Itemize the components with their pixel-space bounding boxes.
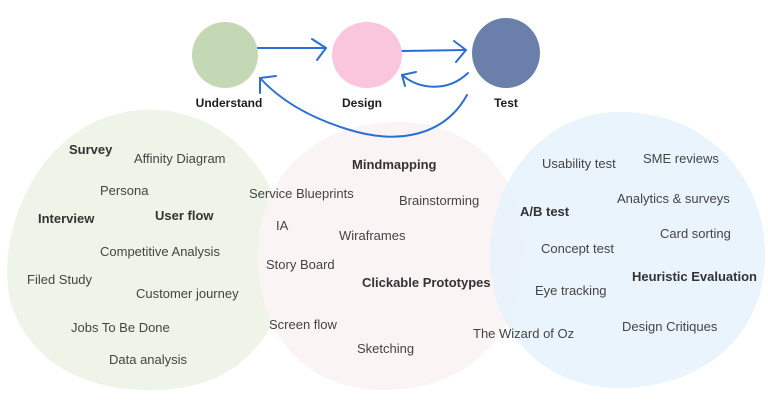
term-user-flow: User flow [155, 208, 214, 223]
term-survey: Survey [69, 142, 113, 157]
term-ab-test: A/B test [520, 204, 570, 219]
term-customer-journey: Customer journey [136, 286, 239, 301]
term-wizard-of-oz: The Wizard of Oz [473, 326, 575, 341]
arrow-test-to-design [401, 72, 469, 88]
term-sketching: Sketching [357, 341, 415, 356]
term-jobs-to-be-done: Jobs To Be Done [71, 320, 170, 335]
term-story-board: Story Board [266, 257, 335, 272]
design-node [332, 22, 402, 88]
term-analytics-surveys: Analytics & surveys [617, 191, 730, 206]
test-label: Test [494, 96, 518, 110]
arrow-test-to-understand [259, 77, 468, 138]
test-node [472, 18, 540, 88]
term-sme-reviews: SME reviews [643, 151, 719, 166]
arrowhead-understand-to-design [311, 38, 327, 61]
term-service-blueprints: Service Blueprints [249, 186, 354, 201]
term-design-critiques: Design Critiques [622, 319, 718, 334]
design-area [258, 121, 525, 391]
term-data-analysis: Data analysis [109, 352, 188, 367]
arrowhead-test-to-design [401, 71, 417, 87]
term-usability-test: Usability test [542, 156, 616, 171]
understand-node [192, 22, 258, 88]
term-mindmapping: Mindmapping [352, 157, 437, 172]
design-label: Design [341, 96, 383, 110]
term-persona: Persona [100, 183, 149, 198]
term-brainstorming: Brainstorming [399, 193, 480, 208]
term-clickable-prototypes: Clickable Prototypes [362, 275, 491, 290]
arrowhead-test-to-understand [259, 75, 277, 94]
arrowhead-design-to-test [453, 40, 467, 63]
term-filed-study: Filed Study [27, 272, 93, 287]
term-competitive-analysis: Competitive Analysis [100, 244, 220, 259]
term-ia: IA [276, 218, 289, 233]
term-wiraframes: Wiraframes [339, 228, 406, 243]
term-interview: Interview [38, 211, 95, 226]
term-concept-test: Concept test [541, 241, 614, 256]
understand-area [7, 109, 287, 390]
term-eye-tracking: Eye tracking [535, 283, 607, 298]
term-affinity-diagram: Affinity Diagram [134, 151, 226, 166]
term-heuristic-evaluation: Heuristic Evaluation [632, 269, 757, 284]
term-card-sorting: Card sorting [660, 226, 731, 241]
test-area [489, 112, 765, 389]
arrow-design-to-test [401, 49, 467, 52]
term-screen-flow: Screen flow [269, 317, 337, 332]
understand-label: Understand [195, 96, 263, 110]
